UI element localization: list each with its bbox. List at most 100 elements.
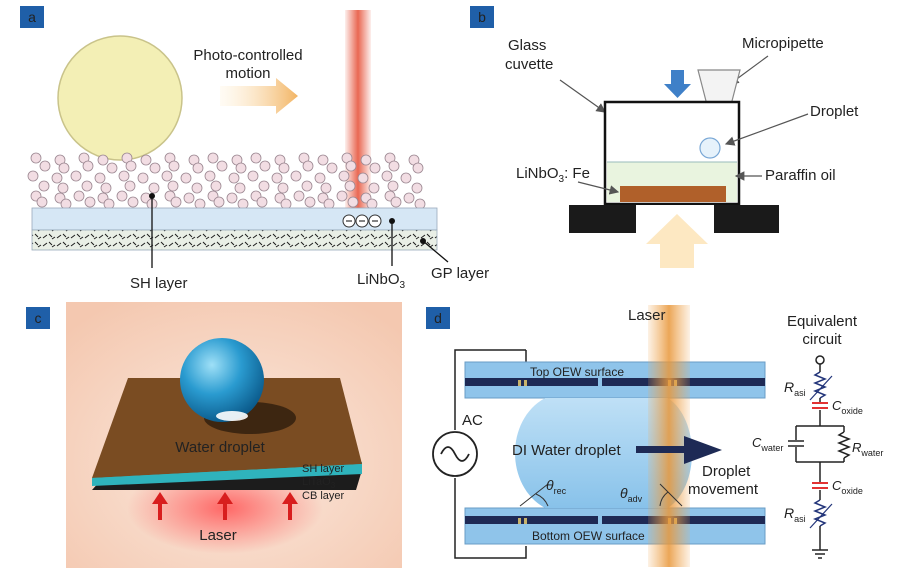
sh-particle [180, 172, 192, 184]
sh-particle [256, 196, 268, 208]
sh-particle [210, 180, 222, 192]
sh-particle [148, 182, 160, 194]
sh-particle [149, 162, 161, 174]
top-surface-label: Top OEW surface [530, 365, 624, 379]
sh-particle [38, 180, 50, 192]
sh-particle [412, 162, 424, 174]
movement-arrow [684, 436, 722, 464]
cb-layer-label: CB layer [302, 490, 345, 502]
panel-a: a Photo-controlled motion SH layer [20, 6, 489, 292]
sh-particle [403, 192, 415, 204]
ac-label: AC [462, 412, 483, 429]
motion-label-line2: motion [225, 65, 270, 82]
sh-particle [94, 172, 106, 184]
sh-particle [301, 180, 313, 192]
motion-arrow [220, 78, 298, 114]
sh-particle [326, 162, 338, 174]
water-droplet-label: Water droplet [175, 439, 265, 456]
sh-particle [366, 198, 378, 210]
ac-wiring [454, 349, 527, 559]
sh-particle [302, 160, 314, 172]
sh-particle [336, 190, 348, 202]
sh-particle [118, 170, 130, 182]
sh-particle [381, 170, 393, 182]
sh-particle [140, 154, 152, 166]
linbo3-label-a: LiNbO3 [357, 271, 406, 291]
panel-b: b Glass cuvette Micropipette Droplet LiN… [470, 6, 859, 268]
laser-label-d: Laser [628, 307, 666, 324]
gp-layer-block [31, 229, 438, 251]
sh-particle [39, 160, 51, 172]
sh-particle [168, 160, 180, 172]
sh-particle [280, 198, 292, 210]
laser-beam-d [648, 305, 690, 567]
c-water-label: Cwater [752, 435, 783, 453]
sh-particle [387, 180, 399, 192]
paraffin-label: Paraffin oil [765, 167, 836, 184]
sh-particle [57, 182, 69, 194]
sh-particle [183, 192, 195, 204]
panel-b-letter: b [478, 9, 486, 25]
litao3-label: LiTaO3 [302, 476, 336, 490]
sh-particle-layer [27, 152, 426, 210]
sh-particle [167, 180, 179, 192]
sh-particle [100, 182, 112, 194]
sh-particle [344, 180, 356, 192]
sh-particle [73, 190, 85, 202]
sh-particle [191, 182, 203, 194]
panel-d-letter: d [434, 310, 442, 326]
panel-a-letter: a [28, 9, 36, 25]
panel-d-badge [426, 307, 450, 329]
sh-particle [228, 172, 240, 184]
sh-particle [277, 182, 289, 194]
sh-particle [116, 190, 128, 202]
sh-particle [320, 182, 332, 194]
sh-particle [51, 172, 63, 184]
sh-particle [293, 190, 305, 202]
movement-label-line2: movement [688, 481, 759, 498]
theta-adv-label: θadv [620, 485, 643, 504]
insert-arrow [664, 70, 691, 98]
sh-particle [125, 160, 137, 172]
sh-particle [207, 152, 219, 164]
panel-c-letter: c [35, 310, 42, 326]
panel-d: d AC Top OEW surface Bottom OEW surface … [426, 305, 883, 567]
movement-label-line1: Droplet [702, 463, 751, 480]
sh-particle [390, 196, 402, 208]
motion-label-line1: Photo-controlled [193, 47, 302, 64]
sh-particle [161, 170, 173, 182]
sh-particle [97, 154, 109, 166]
sh-particle [388, 160, 400, 172]
sh-particle [192, 162, 204, 174]
sh-particle [82, 160, 94, 172]
sh-particle [27, 170, 39, 182]
sh-particle [338, 170, 350, 182]
sh-particle [36, 196, 48, 208]
linbo3-fe-label: LiNbO3: Fe [516, 165, 590, 185]
sh-particle [106, 162, 118, 174]
sh-particle [84, 196, 96, 208]
droplet-label-b: Droplet [810, 103, 859, 120]
sh-layer-label-c: SH layer [302, 463, 345, 475]
panel-a-badge [20, 6, 44, 28]
sh-particle [194, 198, 206, 210]
water-droplet-c [180, 338, 264, 422]
circuit-label-line1: Equivalent [787, 313, 858, 330]
sh-particle [127, 196, 139, 208]
sh-particle [271, 172, 283, 184]
c-oxide-bottom-label: Coxide [832, 478, 863, 496]
c-oxide-top-label: Coxide [832, 398, 863, 416]
panel-c: c Water droplet SH layer LiTaO3 CB layer… [26, 302, 402, 568]
sh-particle [411, 182, 423, 194]
sh-layer-label-a: SH layer [130, 275, 188, 292]
illumination-arrow [646, 214, 708, 268]
gp-layer-label: GP layer [431, 265, 489, 282]
sh-particle [213, 196, 225, 208]
sh-particle [317, 154, 329, 166]
sh-particle [347, 196, 359, 208]
sh-particle [414, 198, 426, 210]
glass-label-line1: Glass [508, 37, 546, 54]
sh-particle [368, 182, 380, 194]
sh-particle [137, 172, 149, 184]
